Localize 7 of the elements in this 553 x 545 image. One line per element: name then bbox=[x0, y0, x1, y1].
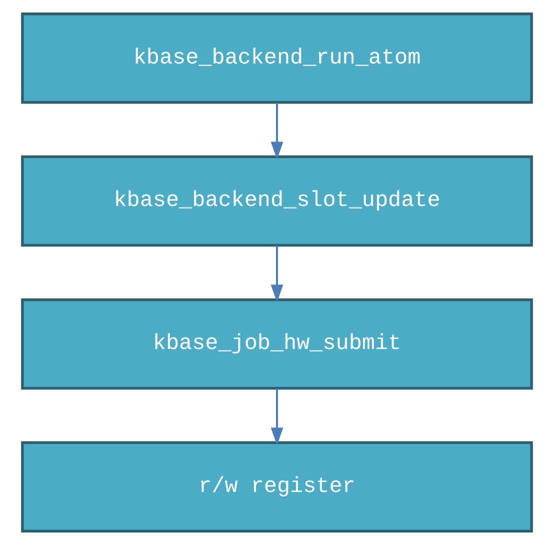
arrow bbox=[270, 388, 283, 446]
arrow bbox=[270, 102, 283, 160]
node-box: kbase_job_hw_submit bbox=[20, 298, 532, 390]
node-box: r/w register bbox=[20, 441, 532, 532]
arrow bbox=[270, 246, 283, 302]
node-box: kbase_backend_slot_update bbox=[20, 155, 532, 247]
node-box: kbase_backend_run_atom bbox=[20, 12, 532, 104]
